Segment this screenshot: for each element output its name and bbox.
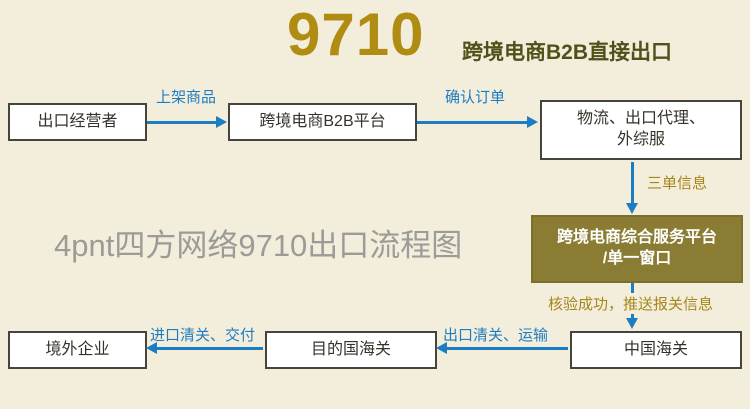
arrow-line <box>417 121 528 124</box>
edge-label-verify-push: 核验成功，推送报关信息 <box>546 293 716 314</box>
arrow-head-left-icon <box>436 342 447 354</box>
node-china-customs-label: 中国海关 <box>623 340 688 358</box>
arrow-line <box>147 121 217 124</box>
node-service-platform-line1: 跨境电商综合服务平台 <box>556 229 717 247</box>
node-b2b-platform: 跨境电商B2B平台 <box>228 103 417 141</box>
node-service-platform: 跨境电商综合服务平台 /单一窗口 <box>531 215 743 283</box>
edge-label-export-clearance: 出口清关、运输 <box>443 327 549 344</box>
edge-label-confirm-order: 确认订单 <box>445 89 506 106</box>
node-logistics-line1: 物流、出口代理、 <box>576 110 705 128</box>
node-logistics-line2: 外综服 <box>616 131 665 148</box>
arrow-head-right-icon <box>527 116 538 128</box>
arrow-head-down-icon <box>626 318 638 329</box>
page-title-number: 9710 <box>287 1 425 68</box>
arrow-line <box>631 162 634 204</box>
node-dest-customs-label: 目的国海关 <box>310 340 391 358</box>
arrow-head-right-icon <box>216 116 227 128</box>
edge-label-three-docs: 三单信息 <box>645 172 710 193</box>
node-exporter-label: 出口经营者 <box>37 112 118 130</box>
node-logistics: 物流、出口代理、 外综服 <box>540 100 742 160</box>
node-overseas-company-label: 境外企业 <box>45 340 110 358</box>
node-dest-customs: 目的国海关 <box>265 331 437 369</box>
node-service-platform-line2: /单一窗口 <box>602 250 672 267</box>
arrow-line <box>157 347 263 350</box>
node-overseas-company: 境外企业 <box>8 331 147 369</box>
page-title-subtitle: 跨境电商B2B直接出口 <box>462 41 673 64</box>
watermark-text: 4pnt四方网络9710出口流程图 <box>54 228 463 263</box>
arrow-head-down-icon <box>626 203 638 214</box>
node-china-customs: 中国海关 <box>570 331 742 369</box>
node-b2b-platform-label: 跨境电商B2B平台 <box>259 112 386 130</box>
edge-label-import-clearance: 进口清关、交付 <box>150 327 256 344</box>
arrow-line <box>447 347 568 350</box>
arrow-head-left-icon <box>146 342 157 354</box>
node-exporter: 出口经营者 <box>8 103 147 141</box>
edge-label-list-goods: 上架商品 <box>156 89 217 106</box>
